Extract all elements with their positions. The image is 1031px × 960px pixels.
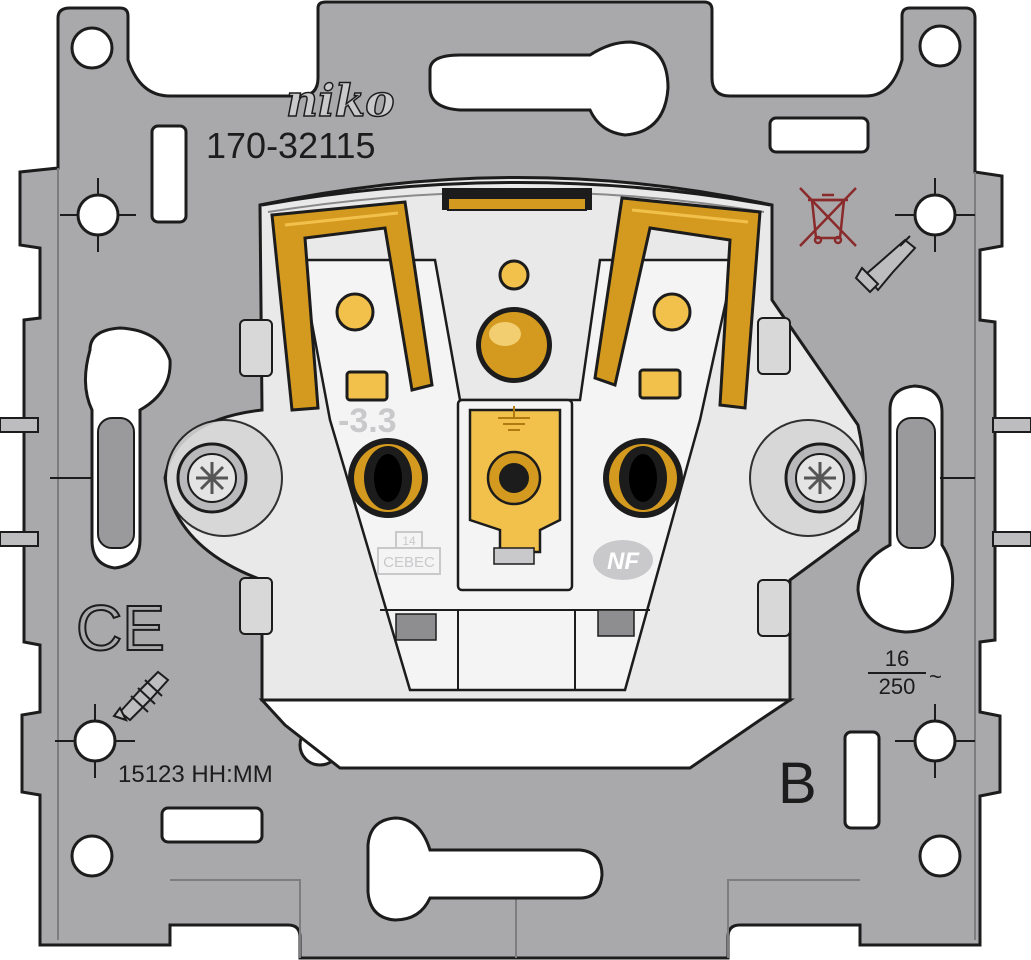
keyhole-slot-bottom <box>366 816 604 922</box>
screw-length-icon <box>112 670 170 722</box>
rating-current: 16 <box>885 646 909 671</box>
earth-terminal <box>456 398 574 592</box>
contact-dots <box>335 259 692 402</box>
corner-hole <box>918 24 962 68</box>
slot <box>160 806 264 844</box>
side-tab <box>0 417 39 433</box>
article-number: 170-32115 <box>206 125 376 166</box>
screwdriver-icon <box>854 235 917 294</box>
brand-logo: niko <box>286 76 395 127</box>
rating-voltage: 250 <box>879 674 916 699</box>
nf-label: NF <box>607 548 640 575</box>
socket-apertures <box>348 438 683 518</box>
slot <box>768 116 870 154</box>
cebec-mark: 14 CEBEC <box>377 531 441 575</box>
frame-holes <box>70 24 962 922</box>
corner-hole <box>918 834 962 878</box>
nf-mark: NF <box>593 540 653 580</box>
side-tab <box>0 531 39 547</box>
contact-springs <box>270 188 762 412</box>
corner-hole <box>70 26 114 70</box>
rating: 16 250 ~ <box>868 646 942 699</box>
fixing-screws <box>165 419 867 537</box>
variant-letter: B <box>778 751 817 816</box>
slot <box>150 124 188 224</box>
slot <box>843 730 881 830</box>
side-tab <box>992 417 1031 433</box>
cebec-label: CEBEC <box>383 554 435 571</box>
side-tab <box>992 531 1031 547</box>
weee-bin-crossed-icon <box>799 187 857 247</box>
ce-mark: CE <box>76 592 165 664</box>
cebec-number: 14 <box>402 534 416 548</box>
screw-icon <box>749 419 867 537</box>
keyhole-slot-top <box>428 40 670 137</box>
corner-hole <box>70 834 114 878</box>
depth-mark: -3.3 <box>338 402 397 440</box>
screw-icon <box>165 419 283 537</box>
earth-pin-icon <box>476 307 552 383</box>
rating-ac-symbol: ~ <box>929 664 942 689</box>
crosshair-holes <box>50 178 975 778</box>
date-code: 15123 HH:MM <box>118 761 273 788</box>
